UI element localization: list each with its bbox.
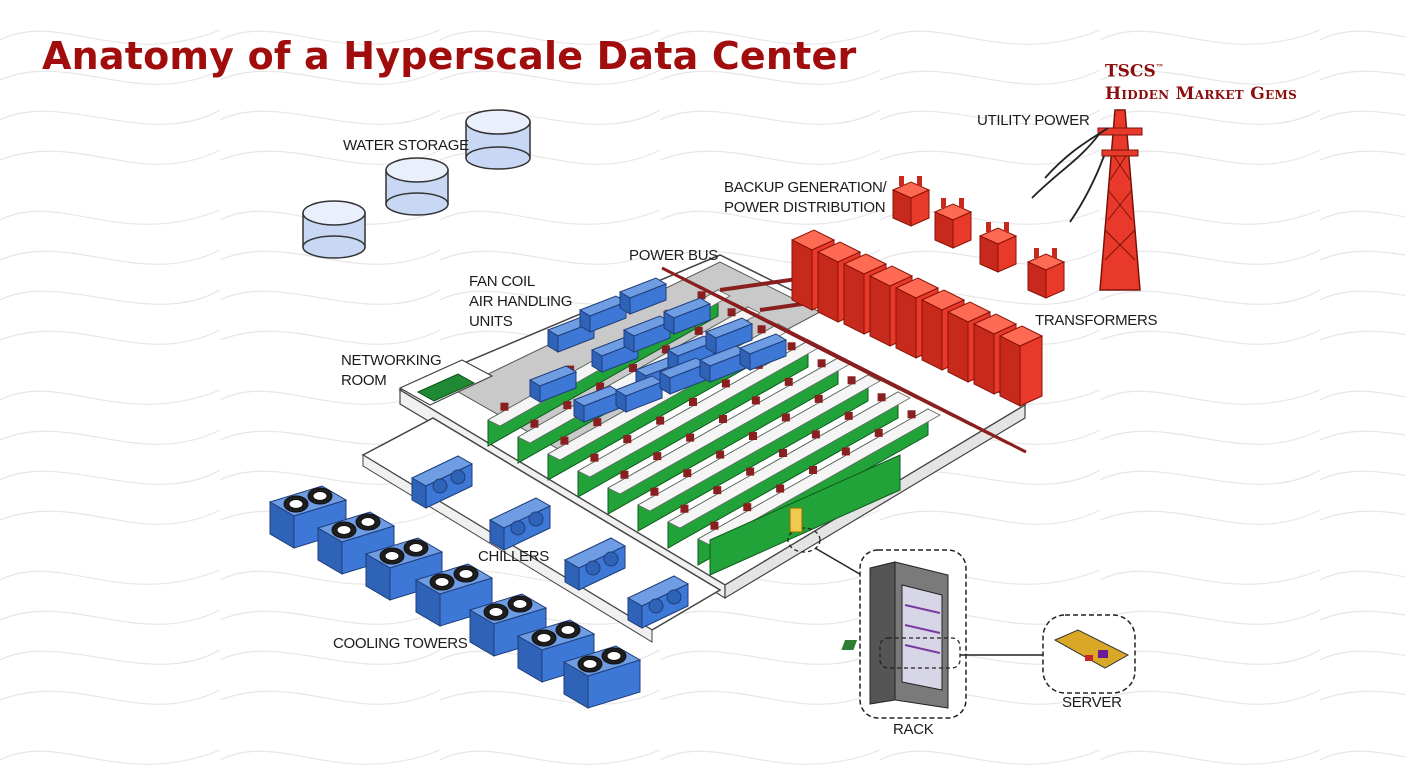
label-utility-power: UTILITY POWER [977, 112, 1090, 129]
fan-coil-unit [738, 333, 788, 371]
server-detail [841, 614, 1136, 694]
fan-coil-unit [658, 357, 708, 395]
water-tank [302, 200, 366, 259]
rack-detail [787, 527, 1043, 719]
chiller [626, 575, 690, 629]
chillers [410, 455, 690, 629]
rack-row [577, 340, 821, 498]
label-power-bus: POWER BUS [629, 247, 718, 264]
label-rack: RACK [893, 721, 934, 738]
utility-power-tower [1031, 109, 1143, 291]
fan-coil-unit [622, 315, 672, 353]
fan-coil-unit [614, 375, 664, 413]
label-networking-room: NETWORKING ROOM [341, 352, 442, 389]
brand-tagline: Hidden Market Gems [1105, 83, 1298, 104]
fan-coil-unit [528, 365, 578, 403]
brand-name: TSCS™ [1105, 61, 1164, 82]
water-storage-tanks [302, 109, 531, 259]
page-title: Anatomy of a Hyperscale Data Center [42, 34, 857, 78]
fan-coil-units [528, 277, 788, 423]
cooling-tower [364, 537, 444, 601]
backup-generator [998, 325, 1044, 407]
label-fan-coil: FAN COIL AIR HANDLING UNITS [469, 273, 573, 330]
transformer [933, 198, 973, 249]
chiller [488, 497, 552, 551]
label-server: SERVER [1062, 694, 1122, 711]
transformer [891, 176, 931, 227]
brand-logo: TSCS™ Hidden Market Gems [1105, 56, 1297, 105]
chiller [410, 455, 474, 509]
chiller [563, 537, 627, 591]
cooling-tower [316, 511, 396, 575]
label-water-storage: WATER STORAGE [343, 137, 469, 154]
label-transformers: TRANSFORMERS [1035, 312, 1158, 329]
power-bus-line [805, 338, 1027, 454]
cooling-tower [268, 485, 348, 549]
backup-generators [790, 229, 1044, 407]
label-chillers: CHILLERS [478, 548, 549, 565]
fan-coil-unit [618, 277, 668, 315]
transformers [891, 176, 1066, 299]
rack-row [607, 357, 851, 515]
fan-coil-unit [704, 317, 754, 355]
fan-coil-unit [662, 297, 712, 335]
fan-coil-unit [572, 385, 622, 423]
transformer [978, 222, 1018, 273]
label-backup-generation: BACKUP GENERATION/ POWER DISTRIBUTION [724, 179, 887, 216]
rack-row [637, 374, 881, 532]
label-cooling-towers: COOLING TOWERS [333, 635, 468, 652]
rack-row [667, 391, 911, 549]
cooling-tower [562, 645, 642, 709]
cooling-towers [268, 485, 642, 709]
networking-room [398, 359, 494, 406]
water-tank [465, 109, 531, 170]
fan-coil-unit [578, 295, 628, 333]
transformer [1026, 248, 1066, 299]
rack-row [709, 454, 901, 576]
highlighted-rack [789, 507, 803, 533]
water-tank [385, 157, 449, 216]
